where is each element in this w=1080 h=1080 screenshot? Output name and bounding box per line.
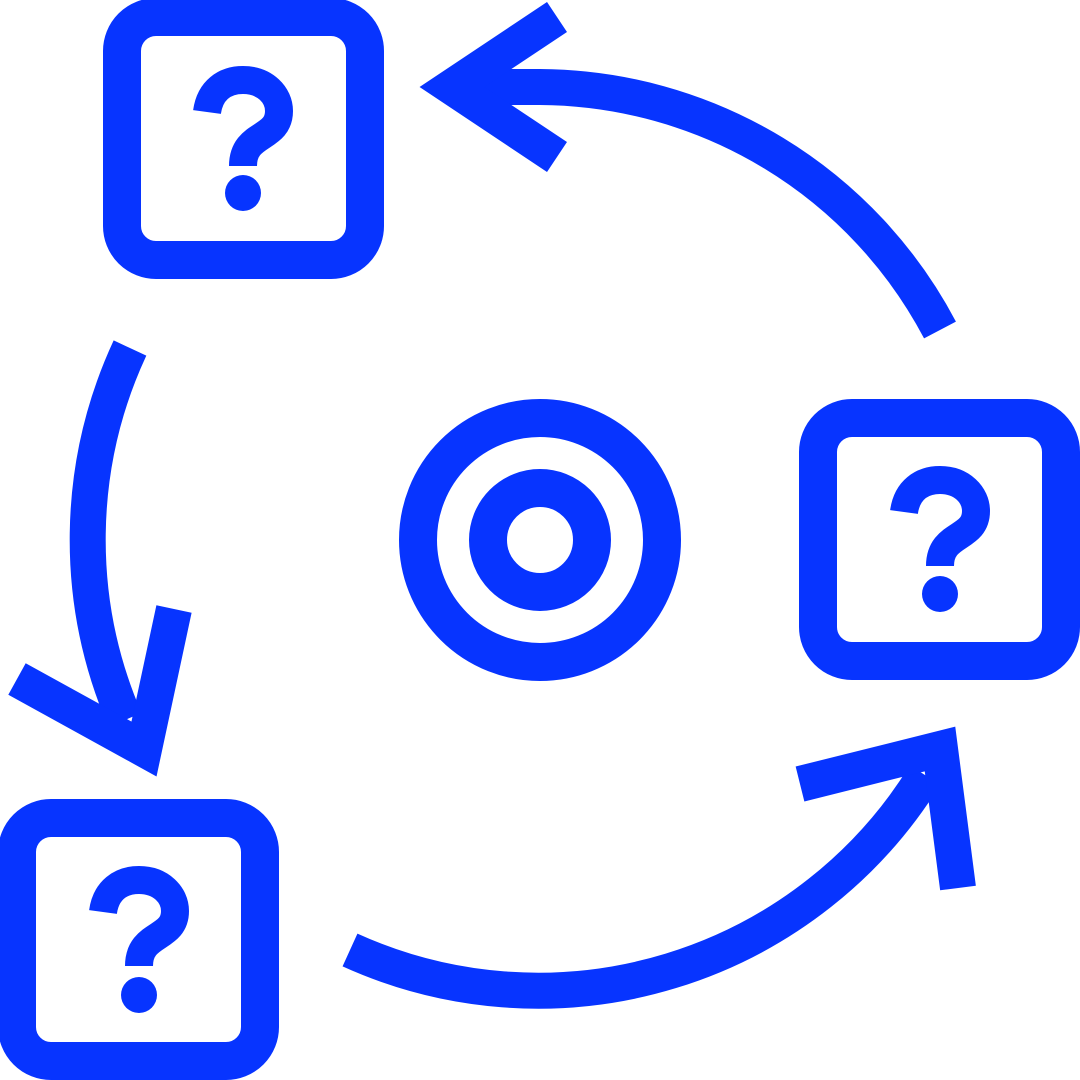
question-box-top-left bbox=[103, 0, 384, 279]
question-box-right bbox=[799, 399, 1080, 680]
box-frame bbox=[799, 399, 1080, 680]
arrow-top-shaft bbox=[470, 69, 956, 339]
target-icon bbox=[399, 399, 681, 681]
question-mark-icon bbox=[890, 465, 991, 612]
arrow-top-head bbox=[419, 2, 567, 172]
arrow-bottom-shaft bbox=[342, 765, 941, 1009]
question-mark-icon bbox=[193, 65, 294, 211]
arrow-left-head bbox=[8, 605, 192, 777]
question-box-bottom-left bbox=[0, 799, 279, 1080]
question-mark-icon bbox=[89, 865, 190, 1013]
arrow-left-shaft bbox=[69, 340, 147, 728]
target-inner-ring bbox=[469, 469, 611, 611]
curved-arrow-icon bbox=[8, 340, 192, 777]
arrow-bottom-head bbox=[795, 726, 976, 891]
box-frame bbox=[103, 0, 384, 279]
target-outer-ring bbox=[399, 399, 681, 681]
curved-arrow-icon bbox=[419, 2, 956, 339]
curved-arrow-icon bbox=[342, 726, 976, 1009]
box-frame bbox=[0, 799, 279, 1080]
